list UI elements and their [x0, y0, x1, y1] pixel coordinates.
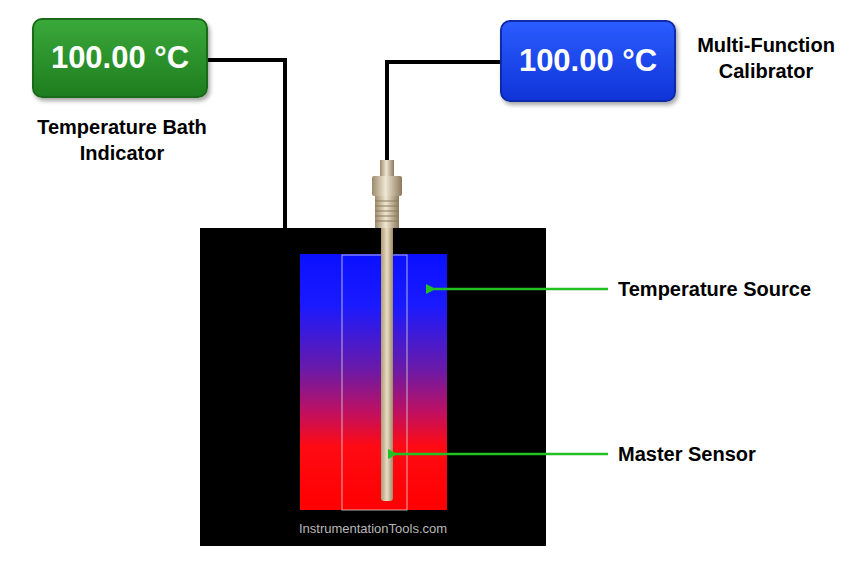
watermark: InstrumentationTools.com	[299, 521, 447, 536]
part-label: Master Sensor	[618, 443, 756, 466]
temperature-source	[300, 254, 447, 510]
sensor-thread	[375, 196, 399, 228]
leader-arrow	[434, 288, 608, 291]
master-sensor	[381, 226, 393, 501]
thread-lines	[375, 201, 399, 221]
bath-body	[200, 228, 546, 546]
part-label: Temperature Source	[618, 278, 811, 301]
sensor-hex	[372, 176, 402, 196]
leader-arrow	[396, 453, 608, 456]
reading-value: 100.00 °C	[519, 43, 657, 79]
sensor-neck	[380, 160, 394, 176]
display-box: 100.00 °CTemperature Bath Indicator	[32, 18, 208, 98]
device-label: Multi-Function Calibrator	[686, 32, 846, 84]
bath-wire	[206, 60, 285, 230]
sensor-wire	[387, 62, 502, 162]
sensor-well	[342, 255, 407, 510]
reading-value: 100.00 °C	[51, 40, 189, 76]
display-box: 100.00 °CMulti-Function Calibrator	[500, 20, 676, 102]
device-label: Temperature Bath Indicator	[27, 114, 217, 166]
